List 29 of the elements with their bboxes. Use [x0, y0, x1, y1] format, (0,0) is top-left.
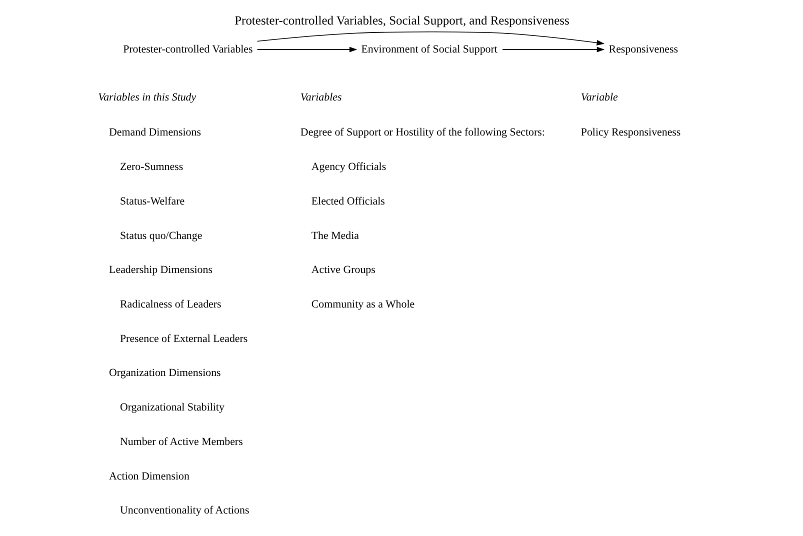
label: Active Groups [310, 264, 375, 276]
label: Status-Welfare [119, 195, 184, 208]
label: Policy Responsiveness [580, 126, 680, 139]
label: Status quo/Change [119, 230, 202, 242]
label: Variables in this Study [98, 91, 196, 104]
label: Demand Dimensions [108, 126, 200, 139]
label: Number of Active Members [119, 436, 242, 448]
label: Community as a Whole [310, 298, 414, 310]
label: Presence of External Leaders [119, 332, 248, 345]
label: Degree of Support or Hostility of the following Sectors: [300, 126, 544, 139]
diagram-title: Protester-controlled Variables, Social Support, and Responsiveness [234, 14, 569, 28]
label: Unconventionality of Actions [119, 504, 249, 517]
label: Organization Dimensions [108, 367, 220, 380]
arrow [256, 31, 604, 46]
label: Variable [580, 91, 618, 104]
label: Organizational Stability [119, 402, 224, 414]
arrow [502, 46, 604, 52]
label: Agency Officials [310, 161, 386, 174]
label: The Media [310, 230, 359, 242]
node-text: Protester-controlled Variables [122, 43, 252, 56]
node-text: Responsiveness [608, 43, 678, 56]
label: Elected Officials [310, 195, 384, 208]
arrow [256, 46, 357, 52]
node-text: Environment of Social Support [360, 43, 497, 56]
label: Action Dimension [108, 470, 189, 482]
label: Leadership Dimensions [108, 264, 212, 276]
label: Variables [300, 91, 342, 104]
label: Zero-Sumness [119, 161, 183, 174]
label: Radicalness of Leaders [119, 298, 221, 310]
